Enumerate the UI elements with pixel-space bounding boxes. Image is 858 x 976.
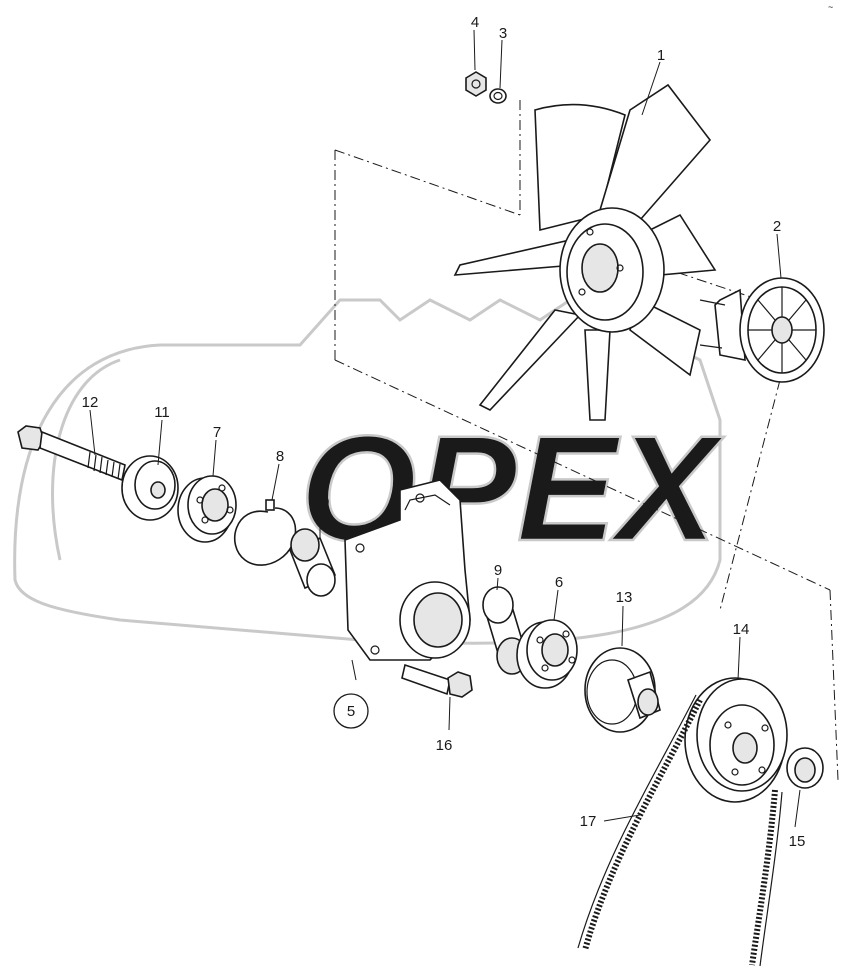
callout-17: 17	[580, 813, 597, 830]
callout-6: 6	[555, 574, 563, 591]
part-8-snap-ring	[234, 499, 297, 566]
callout-10: 10	[313, 494, 330, 511]
part-12-bolt	[17, 425, 126, 482]
part-10-spacer	[288, 528, 337, 597]
callout-8: 8	[276, 448, 284, 465]
part-4-nut	[465, 71, 487, 97]
callout-5: 5	[347, 703, 355, 720]
part-16-bolt	[401, 663, 473, 698]
callout-16: 16	[436, 737, 453, 754]
corner-mark: ~	[828, 2, 833, 12]
callout-1: 1	[657, 47, 665, 64]
callout-2: 2	[773, 218, 781, 235]
part-5-housing	[344, 479, 471, 661]
watermark-logo: OPEX	[13, 298, 726, 645]
leader-lines	[89, 29, 801, 828]
callout-13: 13	[616, 589, 633, 606]
part-3-washer	[489, 88, 507, 104]
callout-7: 7	[213, 424, 221, 441]
callout-12: 12	[82, 394, 99, 411]
callout-14: 14	[733, 621, 750, 638]
part-13-hub	[584, 647, 661, 733]
callout-5-circled: 5	[333, 693, 369, 729]
callout-4: 4	[471, 14, 479, 31]
callout-15: 15	[789, 833, 806, 850]
callout-3: 3	[499, 25, 507, 42]
part-1-fan	[453, 83, 717, 421]
callout-labels: 1 2 3 4 5 6 7 8 9 10 11 12 13 14 15 16 1…	[82, 14, 806, 850]
part-7-bearing	[177, 475, 237, 543]
callout-11: 11	[154, 404, 170, 421]
part-15-washer	[786, 747, 824, 789]
part-11-plate	[121, 455, 179, 521]
part-14-pulley	[684, 677, 788, 803]
part-2-fan-clutch	[699, 277, 825, 383]
part-6-bearing	[516, 619, 578, 689]
watermark-text: OPEX	[300, 404, 725, 572]
callout-9: 9	[494, 562, 502, 579]
